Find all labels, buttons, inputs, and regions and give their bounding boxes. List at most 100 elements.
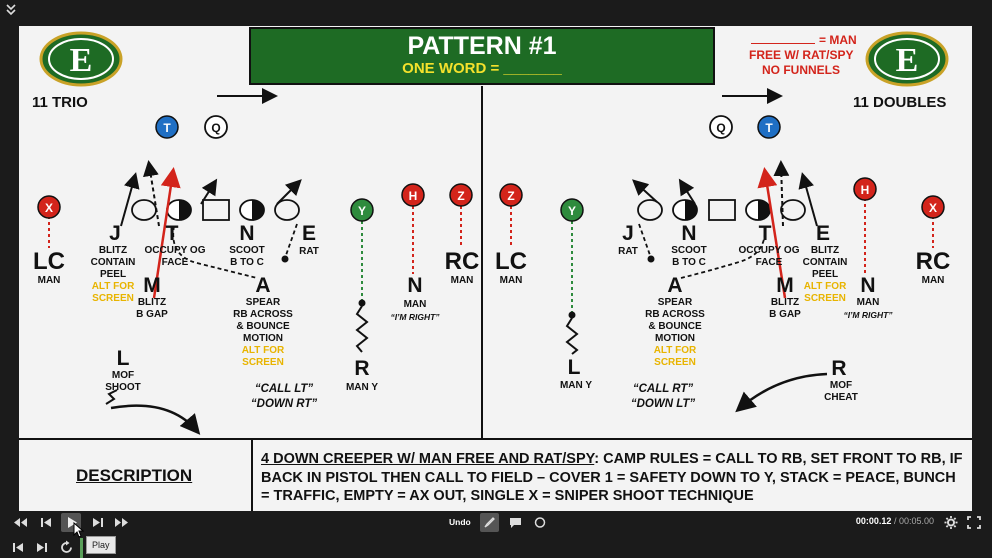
left-calls: “CALL LT”“DOWN RT” (250, 383, 318, 410)
progress-indicator[interactable] (80, 538, 83, 558)
svg-text:X: X (45, 201, 53, 215)
svg-text:Y: Y (568, 204, 576, 218)
pattern-header: PATTERN #1 ONE WORD = _______ (249, 27, 715, 85)
svg-text:Y: Y (358, 204, 366, 218)
right-lc-sub: MAN (499, 275, 523, 286)
left-e-note: RAT (299, 246, 319, 257)
left-n2: N (407, 274, 423, 297)
note-man-legend: = MAN (751, 33, 857, 47)
pen-icon (484, 517, 495, 528)
left-lc-sub: MAN (37, 275, 61, 286)
left-a: A (255, 274, 271, 297)
circle-tool-icon[interactable] (532, 515, 548, 530)
right-l-sub: MAN Y (559, 380, 593, 391)
field-diagram: T Q X Y H Z Q T Z Y H X (19, 86, 972, 440)
left-l: L (116, 347, 130, 370)
right-e: E (815, 222, 831, 245)
right-n: N (681, 222, 697, 245)
left-rc: RC (444, 248, 480, 275)
step-back-icon[interactable] (38, 515, 54, 530)
left-rc-sub: MAN (450, 275, 474, 286)
pattern-title: PATTERN #1 (407, 32, 557, 60)
skip-back-icon[interactable] (10, 540, 26, 555)
left-lc: LC (33, 248, 65, 275)
svg-text:E: E (896, 42, 919, 79)
left-r-sub: MAN Y (345, 382, 379, 393)
right-calls: “CALL RT”“DOWN LT” (630, 383, 696, 410)
chevron-double-down-icon[interactable] (4, 3, 18, 17)
draw-tool-button[interactable] (480, 513, 499, 532)
play-icon (68, 517, 77, 528)
note-free-rat-spy: FREE W/ RAT/SPY (749, 48, 854, 62)
playlist-bar (0, 536, 992, 558)
right-r: R (831, 357, 847, 380)
right-m: M (776, 274, 794, 297)
description-body: 4 DOWN CREEPER W/ MAN FREE AND RAT/SPY: … (261, 450, 967, 506)
undo-button[interactable]: Undo (449, 517, 471, 527)
pattern-subtitle: ONE WORD = _______ (402, 60, 562, 77)
svg-text:H: H (409, 189, 418, 203)
svg-text:Q: Q (211, 121, 220, 135)
right-rc-sub: MAN (921, 275, 945, 286)
school-logo-left: E (39, 31, 123, 87)
svg-text:H: H (861, 183, 870, 197)
description-divider (251, 440, 253, 511)
left-n: N (239, 222, 255, 245)
right-t: T (758, 222, 772, 245)
svg-text:Z: Z (457, 189, 464, 203)
left-e: E (301, 222, 317, 245)
svg-text:T: T (163, 121, 171, 135)
left-t: T (165, 222, 179, 245)
right-a: A (667, 274, 683, 297)
comment-icon[interactable] (508, 515, 524, 530)
right-j: J (622, 222, 634, 245)
note-no-funnels: NO FUNNELS (762, 63, 840, 77)
left-n2-notes: MAN“I’M RIGHT” (390, 299, 440, 322)
replay-icon[interactable] (59, 540, 75, 555)
right-n2-notes: MAN“I’M RIGHT” (843, 297, 893, 320)
formation-left: 11 TRIO (32, 94, 88, 111)
description-label: DESCRIPTION (76, 466, 193, 485)
player-controls: Undo 00:00.12 / 00:05.00 (0, 511, 992, 534)
play-tooltip: Play (86, 536, 116, 554)
play-diagram-slide: PATTERN #1 ONE WORD = _______ E E = MAN … (19, 26, 972, 511)
right-n2: N (860, 274, 876, 297)
left-j: J (109, 222, 121, 245)
left-m: M (143, 274, 161, 297)
top-bar (0, 0, 992, 22)
gear-icon[interactable] (943, 515, 959, 530)
timecode: 00:00.12 / 00:05.00 (855, 516, 934, 526)
description-lead: 4 DOWN CREEPER W/ MAN FREE AND RAT/SPY (261, 451, 595, 467)
svg-text:T: T (765, 121, 773, 135)
svg-text:X: X (929, 201, 937, 215)
description-text: : CAMP RULES = CALL TO RB, SET FRONT TO … (261, 451, 963, 504)
fast-forward-icon[interactable] (114, 515, 130, 530)
right-lc: LC (495, 248, 527, 275)
school-logo-right: E (865, 31, 949, 87)
right-l: L (567, 356, 581, 379)
left-r: R (354, 357, 370, 380)
svg-text:Q: Q (716, 121, 725, 135)
step-forward-icon[interactable] (90, 515, 106, 530)
right-rc: RC (915, 248, 951, 275)
right-j-note: RAT (618, 246, 638, 257)
svg-text:Z: Z (507, 189, 514, 203)
skip-forward-icon[interactable] (34, 540, 50, 555)
formation-right: 11 DOUBLES (853, 94, 947, 111)
rewind-icon[interactable] (12, 515, 28, 530)
svg-text:E: E (70, 42, 93, 79)
fullscreen-icon[interactable] (966, 515, 982, 530)
mouse-cursor-icon (73, 522, 85, 538)
